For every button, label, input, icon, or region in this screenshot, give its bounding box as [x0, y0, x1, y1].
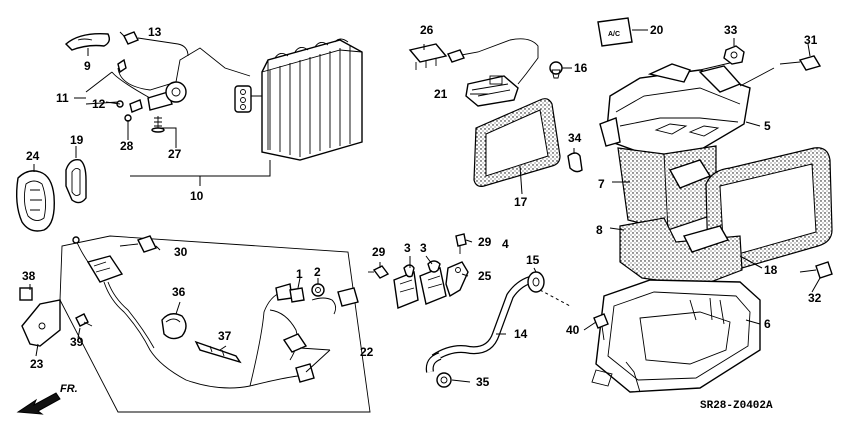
resistor-3b [419, 260, 447, 305]
callout-2: 2 [314, 265, 321, 279]
seal-17 [473, 98, 561, 187]
callout-15: 15 [526, 253, 540, 267]
clamp-35 [436, 372, 452, 388]
callout-23: 23 [30, 357, 44, 371]
callout-1: 1 [296, 267, 303, 281]
seal-19 [65, 159, 87, 204]
callout-13: 13 [148, 25, 162, 39]
callout-34: 34 [568, 131, 582, 145]
callout-37: 37 [218, 329, 232, 343]
callout-19: 19 [70, 133, 84, 147]
callout-33: 33 [724, 23, 738, 37]
leader-lines [29, 31, 821, 383]
expansion-valve [111, 47, 251, 113]
callout-22: 22 [360, 345, 374, 359]
callout-21: 21 [434, 87, 448, 101]
ac-button-text: A/C [608, 31, 620, 38]
thermo-sensor-cable [447, 38, 539, 85]
callout-29a: 29 [372, 245, 386, 259]
diagram-code: SR28-Z0402A [700, 400, 773, 412]
callout-17: 17 [514, 195, 528, 209]
bolt-30 [119, 235, 157, 253]
clamp-36 [161, 313, 187, 340]
callout-29b: 29 [478, 235, 492, 249]
callout-7: 7 [598, 177, 605, 191]
lower-housing-6 [591, 279, 761, 393]
callout-36: 36 [172, 285, 186, 299]
callout-10: 10 [190, 189, 204, 203]
callout-6: 6 [764, 317, 771, 331]
clip-34 [567, 152, 583, 173]
callout-32: 32 [808, 291, 822, 305]
evaporator-core [234, 38, 363, 161]
callout-31: 31 [804, 33, 818, 47]
callout-39: 39 [70, 335, 84, 349]
upper-housing-5 [599, 61, 775, 157]
callout-18: 18 [764, 263, 778, 277]
callout-11: 11 [56, 91, 69, 105]
front-direction-arrow: FR. [16, 383, 78, 415]
callout-27: 27 [168, 147, 182, 161]
screw-31 [779, 55, 822, 71]
bracket-37 [194, 340, 242, 364]
foam-block-7 [617, 145, 717, 231]
screw-40 [593, 313, 609, 341]
callout-8: 8 [596, 223, 603, 237]
small-parts-1-2 [289, 283, 325, 303]
ac-button-20: A/C [597, 17, 648, 47]
bolt-39 [75, 313, 93, 327]
callout-12: 12 [92, 97, 106, 111]
sensor-holder-9 [64, 33, 111, 51]
callout-35: 35 [476, 375, 490, 389]
bolt-29b [455, 233, 467, 254]
wire-harness [59, 235, 371, 413]
drain-hose-14 [425, 276, 532, 373]
callout-25: 25 [478, 269, 492, 283]
control-module-21 [465, 75, 519, 107]
screw-32 [799, 261, 833, 279]
callout-16: 16 [574, 61, 588, 75]
callout-4: 4 [502, 237, 509, 251]
callout-24: 24 [26, 149, 40, 163]
bracket-25 [445, 261, 469, 298]
bracket-23 [19, 287, 61, 347]
callout-30: 30 [174, 245, 188, 259]
fr-label: FR. [60, 383, 78, 395]
switch-26 [408, 43, 448, 70]
callout-3a: 3 [404, 241, 411, 255]
callout-3b: 3 [420, 241, 427, 255]
callout-26: 26 [420, 23, 434, 37]
callout-14: 14 [514, 327, 528, 341]
callout-labels: 1 2 3 3 4 5 6 7 8 9 10 11 12 13 14 15 16… [22, 23, 822, 389]
nut-33 [723, 45, 745, 65]
grommet-24 [15, 170, 55, 232]
bolt-29a [368, 265, 390, 279]
callout-5: 5 [764, 119, 771, 133]
callout-28: 28 [120, 139, 134, 153]
callout-38: 38 [22, 269, 36, 283]
callout-9: 9 [84, 59, 91, 73]
callout-40: 40 [566, 323, 580, 337]
callout-20: 20 [650, 23, 664, 37]
foam-piece-8 [619, 217, 743, 287]
grommet-15 [527, 271, 545, 293]
resistor-3a [393, 264, 419, 309]
clip-16 [549, 61, 563, 79]
thermostat-sensor [117, 31, 189, 74]
